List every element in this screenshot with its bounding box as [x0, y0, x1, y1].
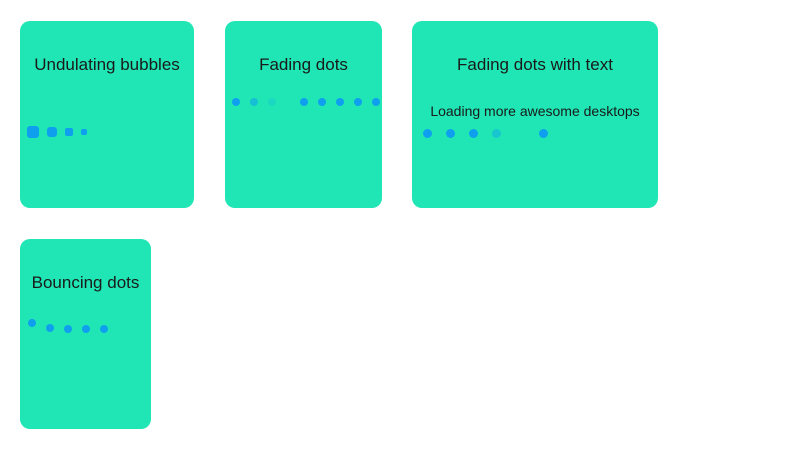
card-bouncing-dots[interactable]: Bouncing dots [20, 239, 151, 429]
dot-shape [64, 325, 72, 333]
dot-shape [268, 98, 276, 106]
dot-shape [539, 128, 548, 138]
bouncing-dots-indicator [23, 317, 113, 337]
dot-gap [281, 102, 295, 103]
bubble-shape [27, 126, 39, 138]
card-title: Undulating bubbles [34, 55, 180, 74]
card-title: Fading dots [259, 55, 348, 74]
dot-shape [354, 98, 362, 106]
dot-shape [423, 128, 432, 138]
dot-shape [469, 128, 478, 138]
fading-dots-with-text-indicator [416, 125, 555, 141]
undulating-bubbles-indicator [23, 122, 91, 142]
dot-shape [372, 98, 380, 106]
dot-shape [28, 319, 36, 327]
dot-shape [318, 98, 326, 106]
card-title: Fading dots with text [457, 55, 613, 74]
bubble-shape [47, 127, 57, 137]
card-fading-dots[interactable]: Fading dots [225, 21, 382, 208]
card-undulating-bubbles[interactable]: Undulating bubbles [20, 21, 194, 208]
dot-shape [82, 325, 90, 333]
card-title: Bouncing dots [31, 273, 140, 292]
dot-shape [250, 98, 258, 106]
dot-shape [46, 324, 54, 332]
bubble-shape [65, 128, 73, 136]
bubble-shape [81, 129, 87, 135]
dot-shape [300, 98, 308, 106]
dot-shape [100, 325, 108, 333]
dot-shape [336, 98, 344, 106]
fading-dots-indicator [227, 94, 382, 110]
loading-status-text: Loading more awesome desktops [430, 103, 640, 119]
card-fading-dots-with-text[interactable]: Fading dots with text Loading more aweso… [412, 21, 658, 208]
dot-shape [232, 98, 240, 106]
dot-shape [446, 128, 455, 138]
dot-gap [508, 133, 532, 134]
dot-shape [492, 128, 501, 138]
